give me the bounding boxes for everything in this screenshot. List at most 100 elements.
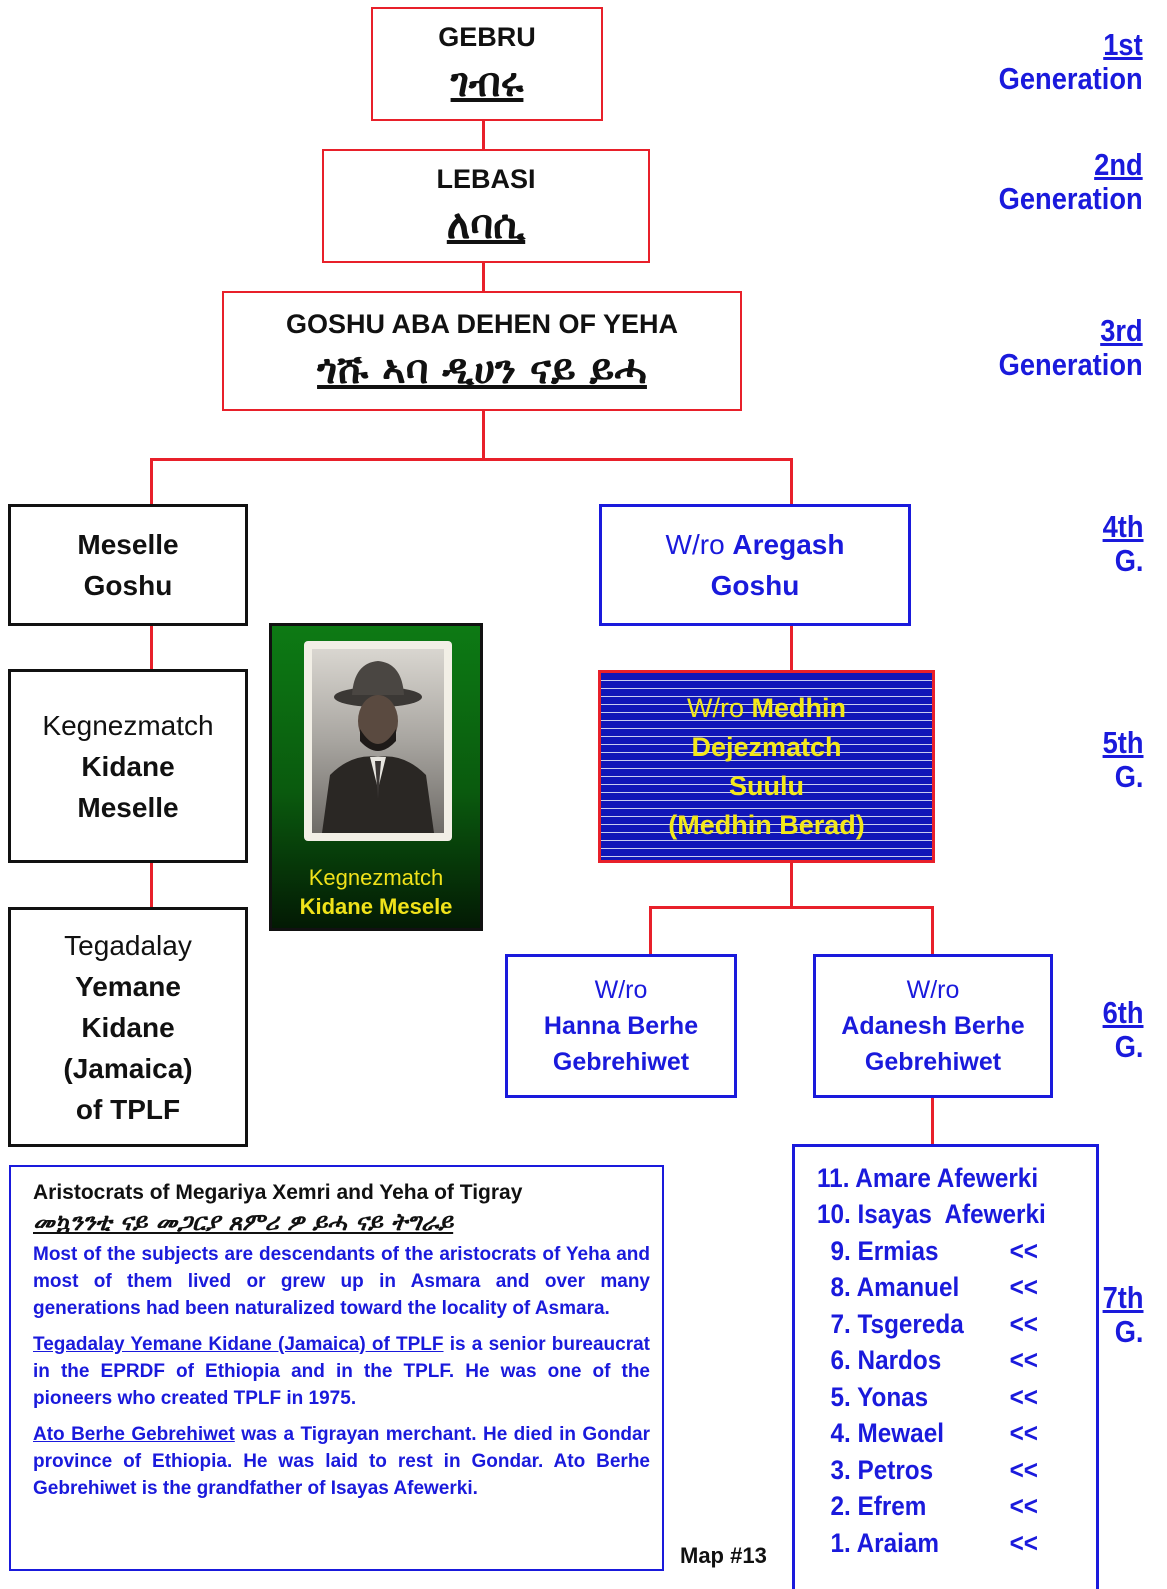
- child-marker: <<: [1009, 1527, 1038, 1558]
- child-name: 9. Ermias: [817, 1235, 939, 1266]
- yemane-title: Tegadalay: [64, 929, 192, 961]
- child-name: 4. Mewael: [817, 1418, 944, 1449]
- legend-paragraph-1: Most of the subjects are descendants of …: [33, 1244, 650, 1319]
- yemane-line2: Yemane: [75, 970, 181, 1002]
- medhin-line3: Suulu: [729, 770, 804, 801]
- list-item: 2. Efrem <<: [817, 1489, 1068, 1526]
- yemane-line3: Kidane: [81, 1011, 175, 1043]
- connector-line: [150, 458, 793, 461]
- kidane-title: Kegnezmatch: [42, 709, 214, 741]
- adanesh-prefix: W/ro: [906, 976, 960, 1004]
- connector-line: [482, 120, 485, 150]
- list-item: 9. Ermias <<: [817, 1233, 1068, 1270]
- child-name: 6. Nardos: [817, 1345, 942, 1376]
- child-marker: <<: [1009, 1381, 1038, 1412]
- legend-link-yemane: Tegadalay Yemane Kidane (Jamaica) of TPL…: [33, 1334, 444, 1355]
- child-marker: <<: [1009, 1235, 1038, 1266]
- list-item: 6. Nardos <<: [817, 1343, 1068, 1380]
- list-item: 5. Yonas <<: [817, 1379, 1068, 1416]
- gebru-box: GEBRU ገብሩ: [371, 7, 603, 121]
- adanesh-line2: Adanesh Berhe: [841, 1012, 1025, 1040]
- hanna-prefix: W/ro: [594, 976, 648, 1004]
- aregash-prefix: W/ro: [665, 529, 725, 560]
- connector-line: [150, 862, 153, 908]
- child-marker: <<: [1009, 1491, 1038, 1522]
- connector-line: [649, 906, 652, 954]
- child-name: 10. Isayas Afewerki: [817, 1199, 1046, 1230]
- children-list-box: 11. Amare Afewerki 10. Isayas Afewerki 9.…: [792, 1144, 1099, 1589]
- child-name: 8. Amanuel: [817, 1272, 960, 1303]
- list-item: 8. Amanuel <<: [817, 1270, 1068, 1307]
- legend-ethiopic-title: መኳንንቲ ናይ መጋርያ ጸምሪ ዎ ይሓ ናይ ትግራይ: [33, 1207, 454, 1236]
- yemane-kidane-box: Tegadalay Yemane Kidane (Jamaica) of TPL…: [8, 907, 248, 1147]
- connector-line: [482, 262, 485, 292]
- photo-caption-name: Kidane Mesele: [299, 894, 453, 919]
- list-item: 1. Araiam <<: [817, 1525, 1068, 1562]
- photo-caption-title: Kegnezmatch: [308, 865, 444, 890]
- child-marker: <<: [1009, 1308, 1038, 1339]
- gebru-ethiopic-name: ገብሩ: [450, 59, 524, 106]
- child-name: 3. Petros: [817, 1454, 934, 1485]
- child-name: 2. Efrem: [817, 1491, 927, 1522]
- child-name: 11. Amare Afewerki: [817, 1162, 1039, 1193]
- list-item: 3. Petros <<: [817, 1452, 1068, 1489]
- meselle-line1: Meselle: [77, 529, 179, 560]
- meselle-line2: Goshu: [83, 570, 173, 601]
- meselle-goshu-box: Meselle Goshu: [8, 504, 248, 626]
- child-name: 7. Tsgereda: [817, 1308, 964, 1339]
- connector-line: [150, 625, 153, 670]
- lebasi-name: LEBASI: [436, 164, 536, 194]
- goshu-name: GOSHU ABA DEHEN OF YEHA: [285, 309, 679, 339]
- medhin-suulu-box: W/ro Medhin Dejezmatch Suulu (Medhin Ber…: [598, 670, 935, 863]
- child-marker: <<: [1009, 1272, 1038, 1303]
- list-item: 7. Tsgereda <<: [817, 1306, 1068, 1343]
- kidane-meselle-box: Kegnezmatch Kidane Meselle: [8, 669, 248, 863]
- medhin-name: Medhin: [751, 692, 847, 723]
- lebasi-box: LEBASI ለባሲ: [322, 149, 650, 263]
- medhin-prefix: W/ro: [686, 692, 744, 723]
- legend-paragraph-2: Tegadalay Yemane Kidane (Jamaica) of TPL…: [33, 1334, 651, 1409]
- legend-paragraph-3: Ato Berhe Gebrehiwet was a Tigrayan merc…: [33, 1424, 650, 1499]
- adanesh-berhe-box: W/ro Adanesh Berhe Gebrehiwet: [813, 954, 1053, 1098]
- map-label: Map #13: [680, 1543, 767, 1568]
- aregash-line2: Goshu: [710, 570, 800, 601]
- kidane-line2: Kidane: [81, 750, 175, 782]
- medhin-line4: (Medhin Berad): [668, 809, 865, 840]
- connector-line: [649, 906, 933, 909]
- yemane-line5: of TPLF: [75, 1093, 181, 1125]
- child-marker: <<: [1009, 1454, 1038, 1485]
- list-item: 10. Isayas Afewerki: [817, 1197, 1068, 1234]
- child-marker: <<: [1009, 1345, 1038, 1376]
- yemane-line4: (Jamaica): [63, 1052, 193, 1084]
- child-name: 5. Yonas: [817, 1381, 929, 1412]
- list-item: 4. Mewael<<: [817, 1416, 1068, 1453]
- connector-line: [931, 906, 934, 954]
- medhin-line2: Dejezmatch: [691, 731, 842, 762]
- aregash-goshu-box: W/ro Aregash Goshu: [599, 504, 911, 626]
- legend-link-berhe: Ato Berhe Gebrehiwet: [33, 1424, 235, 1445]
- goshu-box: GOSHU ABA DEHEN OF YEHA ጎሹ ኣባ ዲሀን ናይ ይሓ: [222, 291, 742, 411]
- portrait-photo: [304, 641, 452, 841]
- hanna-berhe-box: W/ro Hanna Berhe Gebrehiwet: [505, 954, 737, 1098]
- list-item: 11. Amare Afewerki: [817, 1160, 1068, 1197]
- lebasi-ethiopic-name: ለባሲ: [446, 201, 526, 248]
- kidane-line3: Meselle: [77, 791, 179, 823]
- hanna-line2: Hanna Berhe: [543, 1012, 699, 1040]
- hanna-line3: Gebrehiwet: [552, 1048, 690, 1076]
- connector-line: [931, 1097, 934, 1144]
- gebru-name: GEBRU: [438, 22, 536, 52]
- connector-line: [482, 410, 485, 460]
- legend-title: Aristocrats of Megariya Xemri and Yeha o…: [33, 1181, 523, 1204]
- connector-line: [150, 458, 153, 504]
- connector-line: [790, 458, 793, 504]
- connector-line: [790, 863, 793, 908]
- child-name: 1. Araiam: [817, 1527, 940, 1558]
- goshu-ethiopic-name: ጎሹ ኣባ ዲሀን ናይ ይሓ: [317, 346, 647, 393]
